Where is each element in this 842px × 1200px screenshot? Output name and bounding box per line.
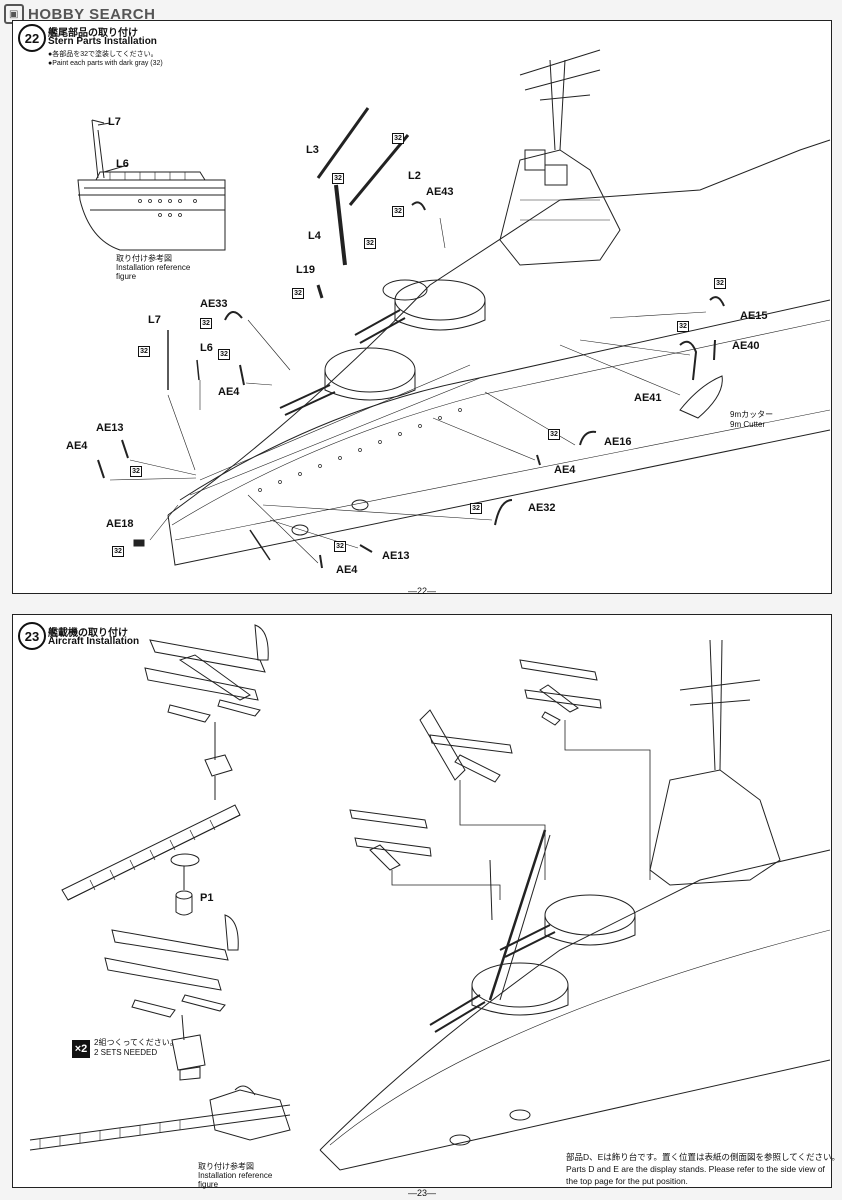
color-code-box: 32	[392, 133, 404, 144]
label-ae4-d: AE4	[336, 564, 358, 576]
color-code-box: 32	[714, 278, 726, 289]
color-code-box: 32	[138, 346, 150, 357]
label-p1: P1	[200, 892, 214, 904]
page-number-22: —22—	[408, 586, 437, 596]
label-ae4-c: AE4	[554, 464, 576, 476]
label-ae16: AE16	[604, 436, 632, 448]
ref-label-l6: L6	[116, 158, 129, 170]
label-l2: L2	[408, 170, 421, 182]
aircraft-ref-caption-en-1: Installation reference	[198, 1171, 273, 1180]
color-code-box: 32	[364, 238, 376, 249]
label-ae4-b: AE4	[66, 440, 88, 452]
multiplier-badge: ×2	[72, 1040, 90, 1058]
label-ae40: AE40	[732, 340, 760, 352]
label-ae13-b: AE13	[382, 550, 410, 562]
step-22-title-en: Stern Parts Installation	[48, 36, 157, 47]
label-ae33: AE33	[200, 298, 228, 310]
label-l7: L7	[148, 314, 161, 326]
display-stand-note-jp: 部品D、Eは飾り台です。置く位置は表紙の側面図を参照してください。	[566, 1152, 840, 1162]
step-23-title-jp: 艦載機の取り付け	[48, 628, 128, 639]
step-22-title-jp: 艦尾部品の取り付け	[48, 28, 138, 39]
color-code-box: 32	[470, 503, 482, 514]
label-ae43: AE43	[426, 186, 454, 198]
label-ae41: AE41	[634, 392, 662, 404]
stern-ref-caption-en-2: figure	[116, 272, 137, 281]
color-code-box: 32	[677, 321, 689, 332]
aircraft-ref-caption-jp: 取り付け参考図	[198, 1162, 254, 1171]
label-ae4-a: AE4	[218, 386, 240, 398]
stern-ref-caption-en-1: Installation reference	[116, 263, 191, 272]
watermark-text: HOBBY SEARCH	[28, 5, 156, 23]
step-23-title-en: Aircraft Installation	[48, 636, 140, 647]
label-l19: L19	[296, 264, 315, 276]
color-code-box: 32	[332, 173, 344, 184]
label-ae18: AE18	[106, 518, 134, 530]
color-code-box: 32	[200, 318, 212, 329]
step-22-paint-note-en: ●Paint each parts with dark gray (32)	[48, 60, 163, 67]
label-ae32: AE32	[528, 502, 556, 514]
color-code-box: 32	[392, 206, 404, 217]
ref-label-l7: L7	[108, 116, 121, 128]
display-stand-note-en-2: the top page for the put position.	[566, 1176, 688, 1186]
color-code-box: 32	[130, 466, 142, 477]
label-ae13-a: AE13	[96, 422, 124, 434]
step-22-number: 22	[18, 24, 46, 52]
label-l4: L4	[308, 230, 321, 242]
sets-needed-jp: 2組つくってください。	[94, 1038, 178, 1047]
label-l6: L6	[200, 342, 213, 354]
page-23	[12, 614, 832, 1188]
color-code-box: 32	[292, 288, 304, 299]
color-code-box: 32	[334, 541, 346, 552]
label-l3: L3	[306, 144, 319, 156]
page-number-23: —23—	[408, 1188, 437, 1198]
label-cutter-jp: 9mカッター	[730, 410, 774, 419]
sets-needed-en: 2 SETS NEEDED	[94, 1048, 158, 1057]
label-cutter-en: 9m Cutter	[730, 420, 766, 429]
step-22-paint-note-jp: ●各部品を32で塗装してください。	[48, 51, 158, 58]
stern-ref-caption-jp: 取り付け参考図	[116, 254, 172, 263]
color-code-box: 32	[548, 429, 560, 440]
label-ae15: AE15	[740, 310, 768, 322]
aircraft-ref-caption-en-2: figure	[198, 1180, 219, 1189]
page-22	[12, 20, 832, 594]
step-23-number: 23	[18, 622, 46, 650]
color-code-box: 32	[112, 546, 124, 557]
display-stand-note-en-1: Parts D and E are the display stands. Pl…	[566, 1164, 825, 1174]
color-code-box: 32	[218, 349, 230, 360]
